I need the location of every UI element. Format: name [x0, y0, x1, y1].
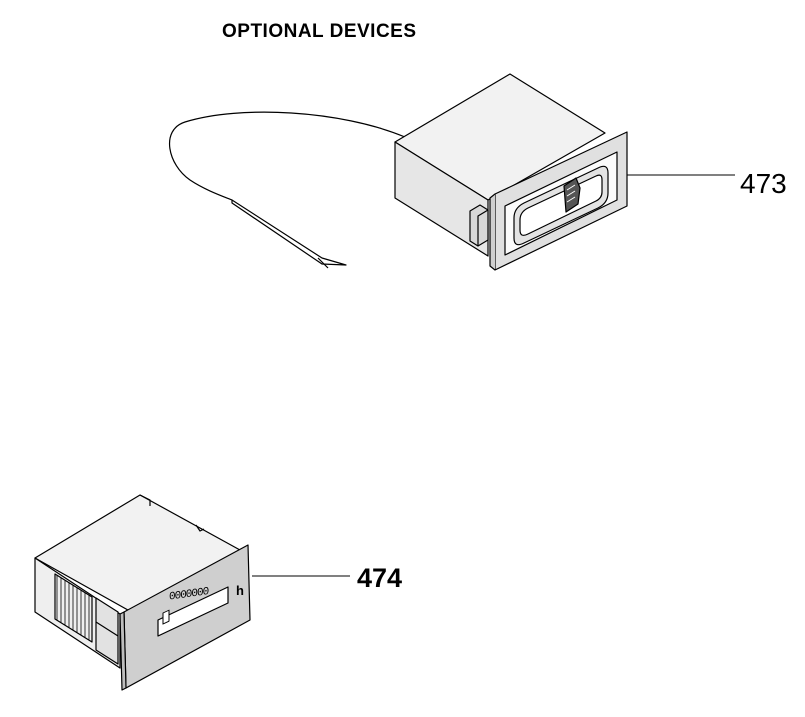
thermostat-side [394, 141, 489, 257]
hour-counter-vents [54, 573, 93, 643]
hour-counter-474-drawing [34, 494, 350, 691]
thermostat-473-drawing [169, 73, 735, 271]
hour-counter-digit-window [157, 586, 229, 637]
hour-counter-digit-cells [162, 609, 170, 625]
callout-474: 474 [357, 563, 403, 593]
hour-unit-label: h [236, 583, 244, 598]
capillary-tube [169, 111, 406, 201]
callout-473: 473 [740, 168, 787, 199]
page-title: OPTIONAL DEVICES [222, 21, 417, 42]
thermostat-knob [563, 177, 581, 213]
